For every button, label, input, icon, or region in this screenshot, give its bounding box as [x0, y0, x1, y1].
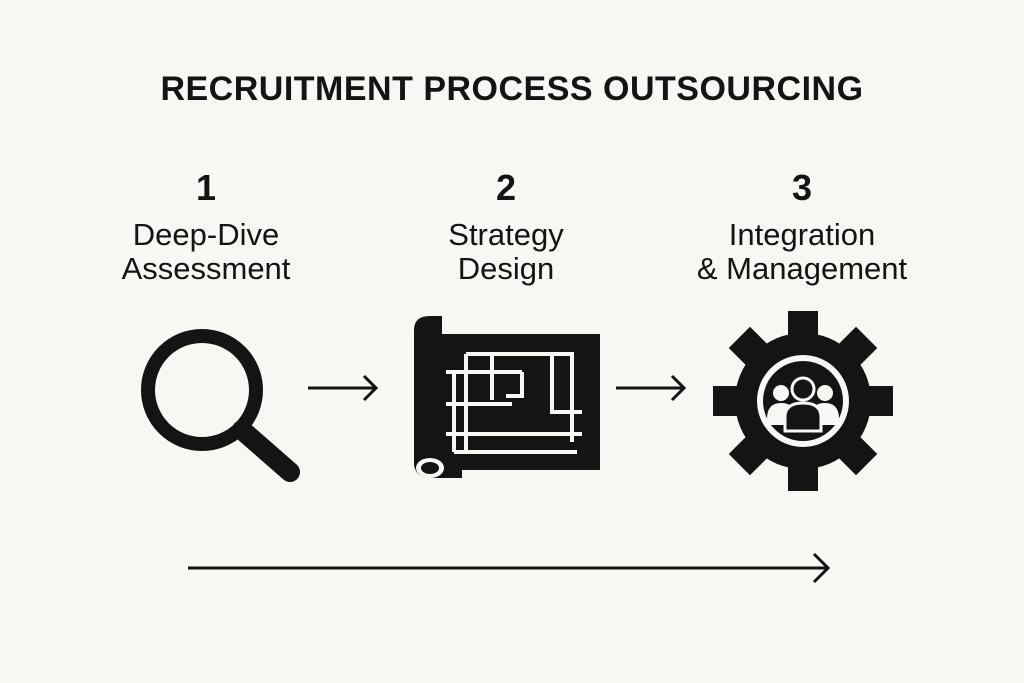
timeline-arrow-icon — [188, 552, 831, 584]
arrow-right-icon — [616, 374, 687, 402]
arrow-right-icon — [308, 374, 379, 402]
diagram-title: RECRUITMENT PROCESS OUTSOURCING — [160, 70, 864, 108]
magnifying-glass-icon — [141, 329, 300, 482]
step-1-label-line1: Deep-Dive — [132, 217, 280, 252]
step-1-number: 1 — [195, 167, 217, 208]
step-3-label-line1: Integration — [728, 217, 876, 252]
step-2-label-line2: Design — [457, 251, 555, 286]
step-2-label: Strategy Design — [376, 218, 636, 286]
step-3-label-line2: & Management — [696, 251, 908, 286]
gear-team-icon — [713, 311, 893, 491]
step-1-label: Deep-Dive Assessment — [76, 218, 336, 286]
step-1-label-line2: Assessment — [121, 251, 291, 286]
step-3-number: 3 — [791, 167, 813, 208]
step-1: 1 Deep-Dive Assessment — [76, 168, 336, 286]
step-2-label-line1: Strategy — [448, 217, 564, 252]
blueprint-icon — [414, 316, 600, 478]
step-3: 3 Integration & Management — [672, 168, 932, 286]
step-2: 2 Strategy Design — [376, 168, 636, 286]
step-2-number: 2 — [495, 167, 517, 208]
step-3-label: Integration & Management — [672, 218, 932, 286]
